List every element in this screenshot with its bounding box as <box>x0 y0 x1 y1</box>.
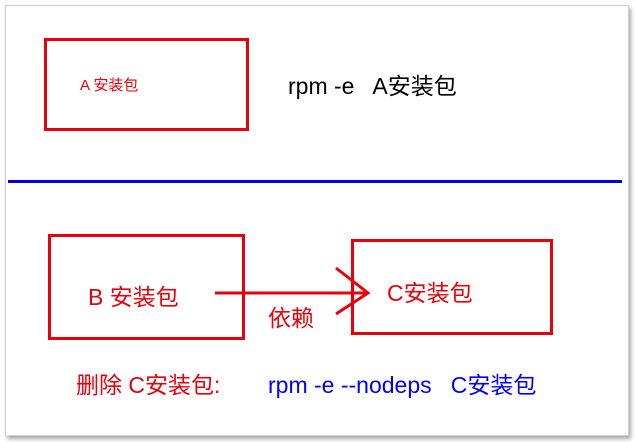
delete-command-text: rpm -e --nodeps C安装包 <box>268 372 537 398</box>
remove-command-text: rpm -e A安装包 <box>288 73 457 99</box>
depends-label: 依赖 <box>268 305 314 331</box>
package-b-box <box>48 234 245 340</box>
package-c-label: C安装包 <box>387 280 473 306</box>
package-a-label: A 安装包 <box>80 77 139 94</box>
package-b-label: B 安装包 <box>88 284 179 310</box>
delete-prefix-text: 删除 C安装包: <box>76 372 221 398</box>
section-divider <box>8 180 622 183</box>
package-a-box <box>44 38 249 131</box>
dependency-arrow-head <box>335 266 371 316</box>
package-c-box <box>351 239 553 335</box>
